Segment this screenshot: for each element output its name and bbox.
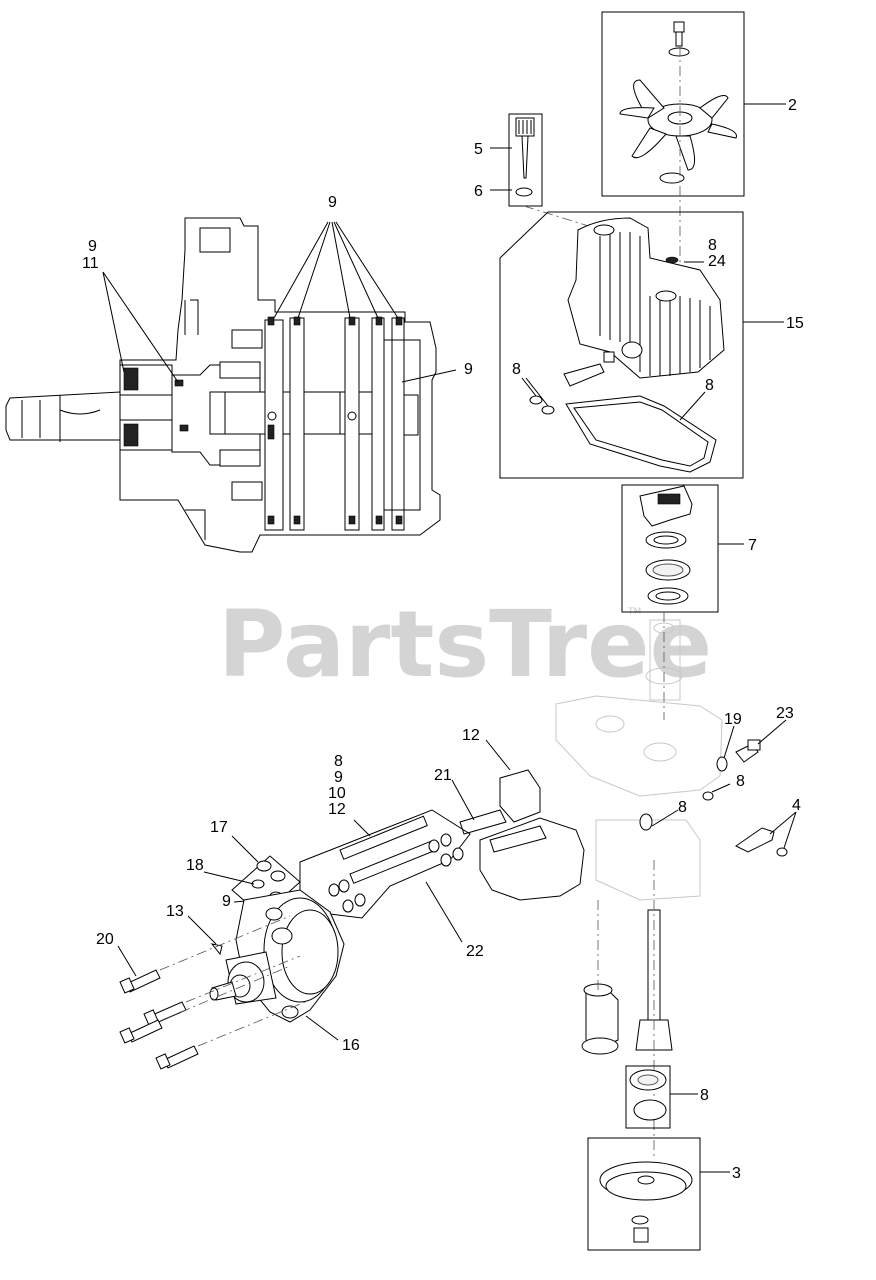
lower-bearing bbox=[625, 1065, 671, 1129]
callout-8-top: 8 bbox=[708, 237, 717, 254]
housing-assembly bbox=[499, 211, 744, 479]
shafts bbox=[581, 860, 673, 1160]
callout-9-top: 9 bbox=[328, 194, 337, 211]
callout-kit-10: 10 bbox=[328, 785, 346, 802]
callout-8-plug: 8 bbox=[736, 773, 745, 790]
bolts bbox=[119, 915, 311, 1070]
callout-11-left: 11 bbox=[82, 255, 99, 272]
callout-kit-8: 8 bbox=[334, 753, 343, 770]
pulley-assembly bbox=[587, 1137, 701, 1251]
callout-5: 5 bbox=[474, 141, 483, 158]
bearing-kit bbox=[621, 484, 719, 613]
cross-section-view bbox=[5, 217, 441, 553]
callout-16: 16 bbox=[342, 1037, 360, 1054]
callout-2: 2 bbox=[788, 97, 797, 114]
pump-housing bbox=[209, 889, 345, 1023]
valve-kit bbox=[231, 855, 301, 917]
callout-8-seal: 8 bbox=[512, 361, 521, 378]
seal-kit bbox=[299, 809, 471, 919]
callout-8-center: 8 bbox=[678, 799, 687, 816]
callout-13: 13 bbox=[166, 903, 184, 920]
callout-9-valve: 9 bbox=[222, 893, 231, 910]
callout-4: 4 bbox=[792, 797, 801, 814]
center-section bbox=[459, 769, 585, 901]
dipstick-assembly bbox=[508, 113, 609, 233]
callout-6: 6 bbox=[474, 183, 483, 200]
callout-22: 22 bbox=[466, 943, 484, 960]
watermark: PartsTree bbox=[218, 591, 712, 698]
callout-18: 18 bbox=[186, 857, 204, 874]
callout-kit-9: 9 bbox=[334, 769, 343, 786]
main-case-ghosted bbox=[555, 612, 723, 901]
callout-9-right: 9 bbox=[464, 361, 473, 378]
callout-21: 21 bbox=[434, 767, 452, 784]
callout-8-bearing: 8 bbox=[700, 1087, 709, 1104]
callout-kit-12: 12 bbox=[328, 801, 346, 818]
callout-8-gasket: 8 bbox=[705, 377, 714, 394]
callout-3: 3 bbox=[732, 1165, 741, 1182]
callout-24: 24 bbox=[708, 253, 726, 270]
callout-12-top: 12 bbox=[462, 727, 480, 744]
callout-15: 15 bbox=[786, 315, 804, 332]
relief-valve-parts bbox=[639, 739, 788, 857]
callout-19: 19 bbox=[724, 711, 742, 728]
callout-9-left: 9 bbox=[88, 238, 97, 255]
callout-17: 17 bbox=[210, 819, 228, 836]
callout-20: 20 bbox=[96, 931, 114, 948]
callout-7: 7 bbox=[748, 537, 757, 554]
leader-lines-left bbox=[102, 221, 457, 383]
callout-23: 23 bbox=[776, 705, 794, 722]
